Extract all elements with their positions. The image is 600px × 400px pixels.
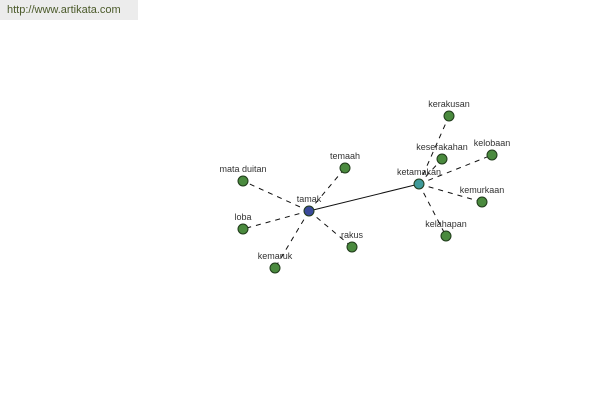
node-kerakusan[interactable] — [443, 110, 455, 122]
node-label-temaah[interactable]: temaah — [330, 151, 360, 161]
node-kelahapan[interactable] — [440, 230, 452, 242]
node-kelobaan[interactable] — [486, 149, 498, 161]
edge-ketamakan-kerakusan — [418, 115, 450, 185]
node-tamak[interactable] — [303, 205, 315, 217]
node-kemurkaan[interactable] — [476, 196, 488, 208]
edge-tamak-loba — [242, 210, 310, 230]
node-label-tamak[interactable]: tamak — [297, 194, 322, 204]
node-kemaruk[interactable] — [269, 262, 281, 274]
node-label-rakus[interactable]: rakus — [341, 230, 364, 240]
node-label-loba[interactable]: loba — [234, 212, 251, 222]
node-ketamakan[interactable] — [413, 178, 425, 190]
edge-ketamakan-kelobaan — [418, 154, 493, 185]
edge-tamak-temaah — [308, 167, 346, 212]
url-text[interactable]: http://www.artikata.com — [7, 4, 121, 16]
edge-ketamakan-kemurkaan — [418, 183, 483, 203]
node-label-ketamakan[interactable]: ketamakan — [397, 167, 441, 177]
node-label-kelahapan[interactable]: kelahapan — [425, 219, 467, 229]
node-label-kemurkaan[interactable]: kemurkaan — [460, 185, 505, 195]
node-loba[interactable] — [237, 223, 249, 235]
node-rakus[interactable] — [346, 241, 358, 253]
node-label-keserakahan[interactable]: keserakahan — [416, 142, 468, 152]
edge-tamak-kemaruk — [274, 210, 310, 269]
node-keserakahan[interactable] — [436, 153, 448, 165]
edge-tamak-rakus — [308, 210, 353, 248]
node-label-kemaruk[interactable]: kemaruk — [258, 251, 293, 261]
node-temaah[interactable] — [339, 162, 351, 174]
node-label-kelobaan[interactable]: kelobaan — [474, 138, 511, 148]
edge-tamak-mata_duitan — [242, 180, 310, 212]
edge-tamak-ketamakan — [308, 183, 420, 212]
url-banner: http://www.artikata.com — [0, 0, 138, 20]
node-mata_duitan[interactable] — [237, 175, 249, 187]
node-label-mata_duitan[interactable]: mata duitan — [219, 164, 266, 174]
node-label-kerakusan[interactable]: kerakusan — [428, 99, 470, 109]
